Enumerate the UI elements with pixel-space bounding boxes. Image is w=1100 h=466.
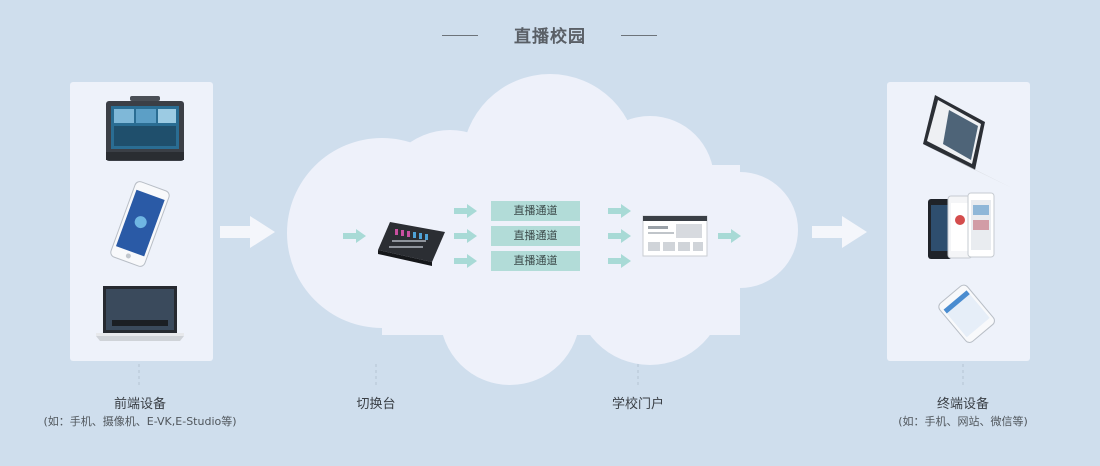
- channel-box-1: 直播通道: [491, 201, 580, 221]
- switcher-label: 切换台: [356, 397, 396, 412]
- portal-webpage-icon: [642, 215, 708, 257]
- portal-caption: 学校门户: [588, 396, 688, 414]
- arrow-teal-in: [343, 229, 366, 243]
- laptop-icon: [96, 286, 184, 341]
- arrow-teal-ch2: [454, 229, 477, 243]
- front-devices-label: 前端设备: [113, 397, 166, 412]
- channel-box-2: 直播通道: [491, 226, 580, 246]
- arrow-teal-ch1: [454, 204, 477, 218]
- diagram-title: 直播校园: [514, 27, 586, 47]
- smartphone-icon: [110, 181, 170, 267]
- terminal-devices-caption: 终端设备 (如：手机、网站、微信等): [858, 396, 1068, 430]
- terminal-tablets-icon: [928, 192, 995, 259]
- portal-label: 学校门户: [611, 397, 664, 412]
- arrow-teal-out3: [608, 254, 631, 268]
- broadcast-case-icon: [106, 96, 184, 161]
- title-rule-right: [621, 35, 657, 36]
- terminal-devices-sublabel: (如：手机、网站、微信等): [898, 415, 1028, 428]
- arrow-teal-ch3: [454, 254, 477, 268]
- title-rule-left: [442, 35, 478, 36]
- terminal-devices-label: 终端设备: [936, 397, 989, 412]
- front-devices-caption: 前端设备 (如：手机、摄像机、E-VK,E-Studio等): [20, 396, 260, 430]
- arrow-cloud-to-terminal: [812, 216, 867, 248]
- arrow-teal-out1: [608, 204, 631, 218]
- channel-box-3: 直播通道: [491, 251, 580, 271]
- arrow-front-to-cloud: [220, 216, 275, 248]
- terminal-smartphone-icon: [938, 284, 995, 343]
- front-devices-sublabel: (如：手机、摄像机、E-VK,E-Studio等): [43, 415, 237, 428]
- arrow-teal-portal-out: [718, 229, 741, 243]
- switcher-caption: 切换台: [326, 396, 426, 414]
- diagram-header: 直播校园: [0, 22, 1100, 50]
- arrow-teal-out2: [608, 229, 631, 243]
- terminal-laptop-icon: [923, 95, 1012, 188]
- switcher-device-icon: [378, 222, 445, 266]
